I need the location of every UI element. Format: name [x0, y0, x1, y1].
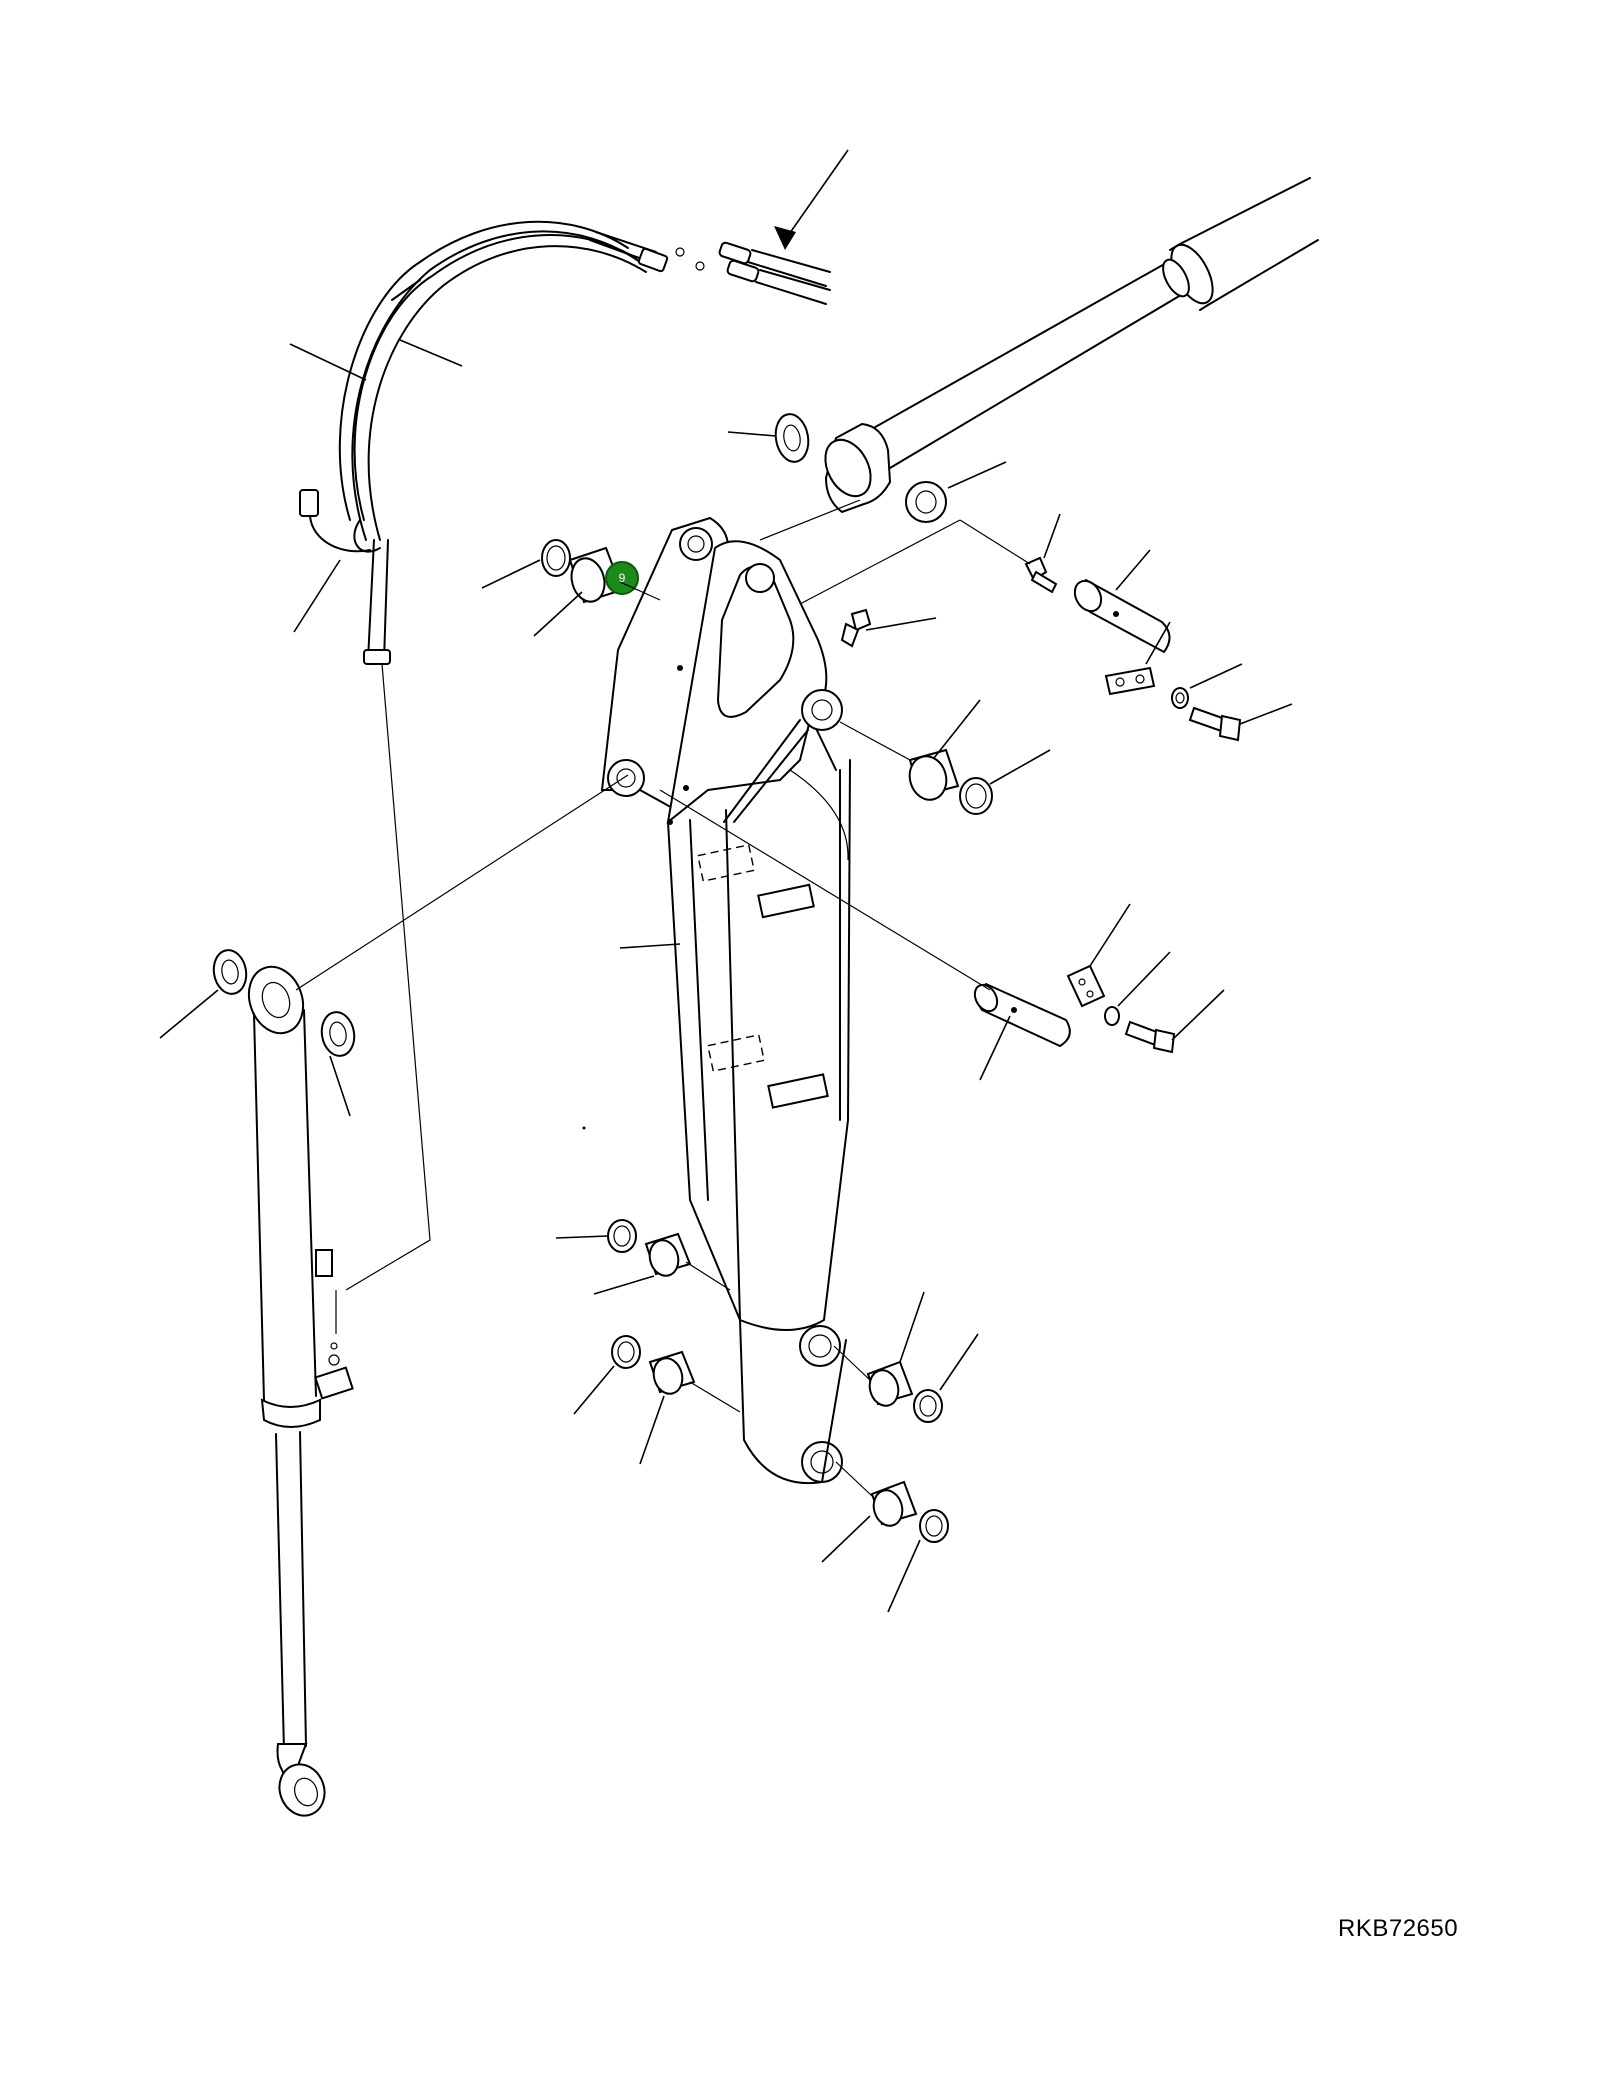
grease-fitting-1: [1024, 556, 1058, 594]
washer-left-2: [320, 1011, 356, 1057]
lower-pin: [973, 982, 1071, 1048]
lock-plate-upper: [1104, 666, 1156, 696]
grease-fitting-2: [840, 608, 872, 648]
bolt-lower: [1124, 1020, 1176, 1054]
bushing-upper-right: [908, 748, 960, 801]
washer-top-left: [774, 413, 810, 463]
upper-pin: [1073, 578, 1171, 654]
hose-route-line: [345, 663, 431, 1291]
stray-dot: [582, 1126, 586, 1130]
seal-upper-right: [959, 777, 993, 815]
bushing-lower-left-2: [648, 1350, 696, 1395]
bushing-lower-right-2: [870, 1480, 918, 1527]
o-ring-small-2: [695, 261, 705, 271]
hose-adapters: [718, 241, 831, 305]
bushing-lower-left-1: [644, 1232, 692, 1277]
lock-plate-lower: [1066, 964, 1106, 1008]
seal-lower-right-2: [919, 1509, 949, 1543]
leader-lines: [159, 339, 1293, 1613]
bolt-upper: [1188, 706, 1242, 742]
washer-upper-right: [1171, 687, 1189, 709]
drawing-code: RKB72650: [1338, 1915, 1459, 1942]
cylinder-rod-eye-bushing: [824, 422, 892, 514]
boom-cylinder-upper: [869, 177, 1319, 469]
arm-cylinder: [247, 965, 354, 1817]
direction-arrow: [774, 149, 849, 250]
o-ring-small-1: [675, 247, 685, 257]
washer-top-right: [905, 481, 947, 523]
hydraulic-hoses: [299, 220, 669, 665]
callout-9[interactable]: 9: [605, 561, 639, 595]
seal-lower-left-2: [611, 1335, 641, 1369]
seal-lower-right-1: [913, 1389, 943, 1423]
washer-left-1: [212, 949, 248, 995]
assembly-lines: [295, 499, 1031, 1497]
washer-lower-right: [1104, 1006, 1120, 1026]
arm: [600, 516, 851, 1484]
bushing-lower-right-1: [866, 1360, 914, 1407]
seal-lower-left-1: [607, 1219, 637, 1253]
seal-upper-left: [541, 539, 571, 577]
svg-text:9: 9: [619, 571, 626, 585]
